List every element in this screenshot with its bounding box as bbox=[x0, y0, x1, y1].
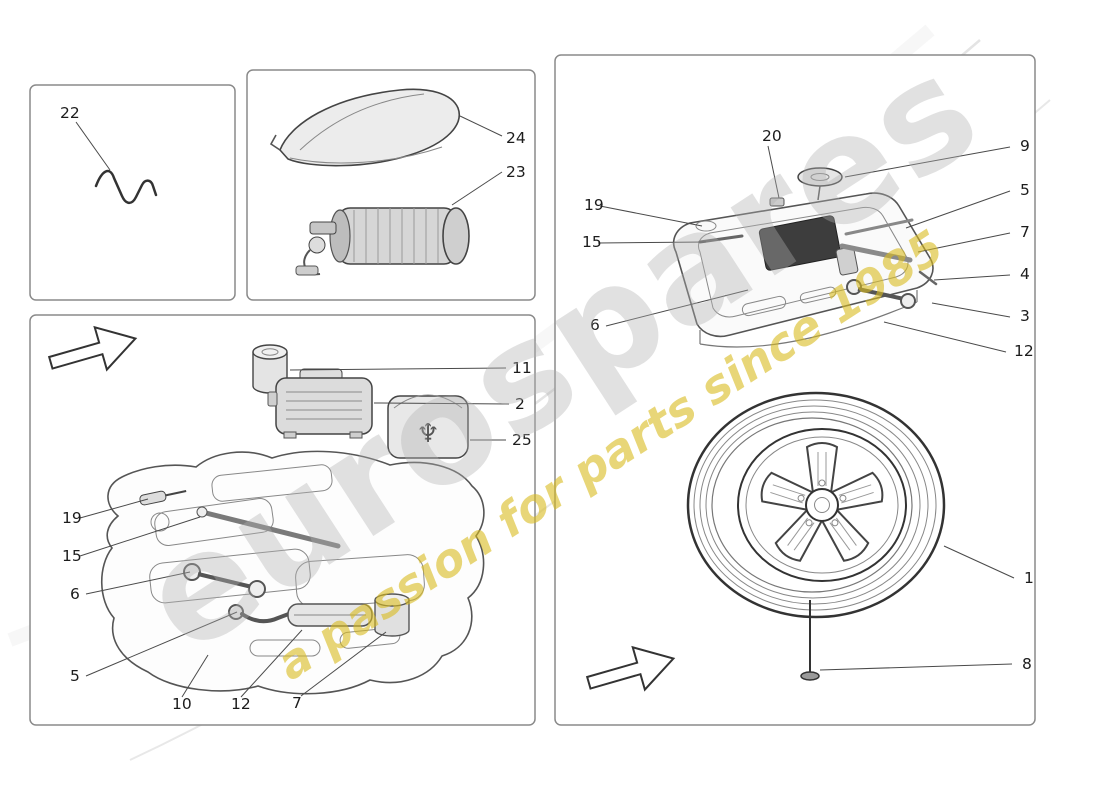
callout-part-9[interactable]: 9 bbox=[1020, 137, 1030, 155]
callout-part-5-left[interactable]: 5 bbox=[70, 667, 80, 685]
callout-part-10[interactable]: 10 bbox=[172, 695, 192, 713]
callout-part-23[interactable]: 23 bbox=[506, 163, 526, 181]
callout-part-3[interactable]: 3 bbox=[1020, 307, 1030, 325]
callout-part-11[interactable]: 11 bbox=[512, 359, 532, 377]
tool-bag bbox=[269, 88, 460, 167]
callout-part-25[interactable]: 25 bbox=[512, 431, 532, 449]
compressor bbox=[267, 368, 373, 439]
callout-part-5-right[interactable]: 5 bbox=[1020, 181, 1030, 199]
panel-wire-tool bbox=[29, 84, 236, 301]
leader-lines bbox=[75, 115, 1015, 698]
callout-part-24[interactable]: 24 bbox=[506, 129, 526, 147]
wheel-bolt bbox=[800, 600, 820, 681]
grommet bbox=[695, 220, 717, 232]
wheel-spokes bbox=[760, 442, 884, 562]
tray-wrench bbox=[846, 279, 916, 309]
screw-tool bbox=[139, 490, 187, 506]
callout-part-19-right[interactable]: 19 bbox=[584, 196, 604, 214]
callout-labels: 22 24 23 11 2 25 19 15 6 5 10 12 7 20 9 … bbox=[60, 104, 1034, 713]
tow-hook-pouch: ♆ bbox=[387, 394, 469, 459]
rod-tool bbox=[196, 506, 341, 549]
direction-arrow-left bbox=[47, 325, 138, 372]
callout-part-6-right[interactable]: 6 bbox=[590, 316, 600, 334]
battery-block bbox=[758, 215, 842, 271]
maserati-trident-icon: ♆ bbox=[416, 419, 439, 449]
callout-part-15-right[interactable]: 15 bbox=[582, 233, 602, 251]
callout-part-1[interactable]: 1 bbox=[1024, 569, 1034, 587]
tow-eye-cover bbox=[797, 167, 843, 187]
callout-part-15-left[interactable]: 15 bbox=[62, 547, 82, 565]
callout-part-22[interactable]: 22 bbox=[60, 104, 80, 122]
callout-part-12-right[interactable]: 12 bbox=[1014, 342, 1034, 360]
direction-arrow-right bbox=[585, 645, 676, 692]
tool-tray bbox=[672, 167, 938, 348]
callout-part-19-left[interactable]: 19 bbox=[62, 509, 82, 527]
callout-part-6-left[interactable]: 6 bbox=[70, 585, 80, 603]
extinguisher-cylinder bbox=[295, 207, 470, 276]
plug-tool bbox=[374, 593, 410, 637]
jack-handle bbox=[844, 218, 914, 236]
callout-part-7-right[interactable]: 7 bbox=[1020, 223, 1030, 241]
callout-part-20[interactable]: 20 bbox=[762, 127, 782, 145]
foam-tray bbox=[101, 450, 485, 695]
wire-tool bbox=[94, 169, 158, 205]
callout-part-4[interactable]: 4 bbox=[1020, 265, 1030, 283]
callout-part-8[interactable]: 8 bbox=[1022, 655, 1032, 673]
wrench-tool bbox=[183, 563, 266, 598]
spare-wheel bbox=[686, 391, 946, 619]
callout-part-2[interactable]: 2 bbox=[515, 395, 525, 413]
strap-tool bbox=[287, 603, 373, 627]
callout-part-12-left[interactable]: 12 bbox=[231, 695, 251, 713]
callout-part-7-left[interactable]: 7 bbox=[292, 694, 302, 712]
